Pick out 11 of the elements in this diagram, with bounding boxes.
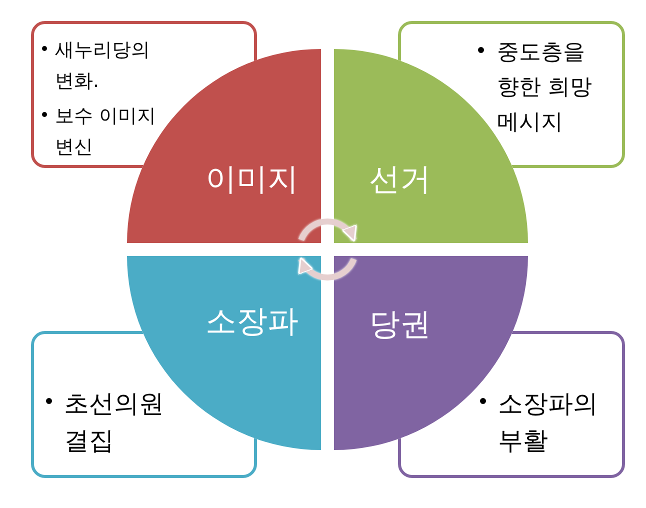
segment-label: 이미지 [206, 161, 298, 199]
bullet-text: 새누리당의 변화. [55, 38, 151, 94]
segment-label: 당권 [369, 306, 431, 344]
bullet-text: 보수 이미지 변신 [55, 104, 158, 160]
bullet-text: 소장파의 부활 [498, 388, 599, 456]
bullet-text: 초선의원 결집 [64, 388, 165, 456]
segment-label: 소장파 [206, 303, 298, 341]
bullet-text: 중도층을 향한 희망 메시지 [497, 38, 593, 136]
segment-label: 선거 [369, 161, 431, 199]
curved-arrow [298, 218, 357, 242]
curved-arrow [298, 256, 357, 280]
